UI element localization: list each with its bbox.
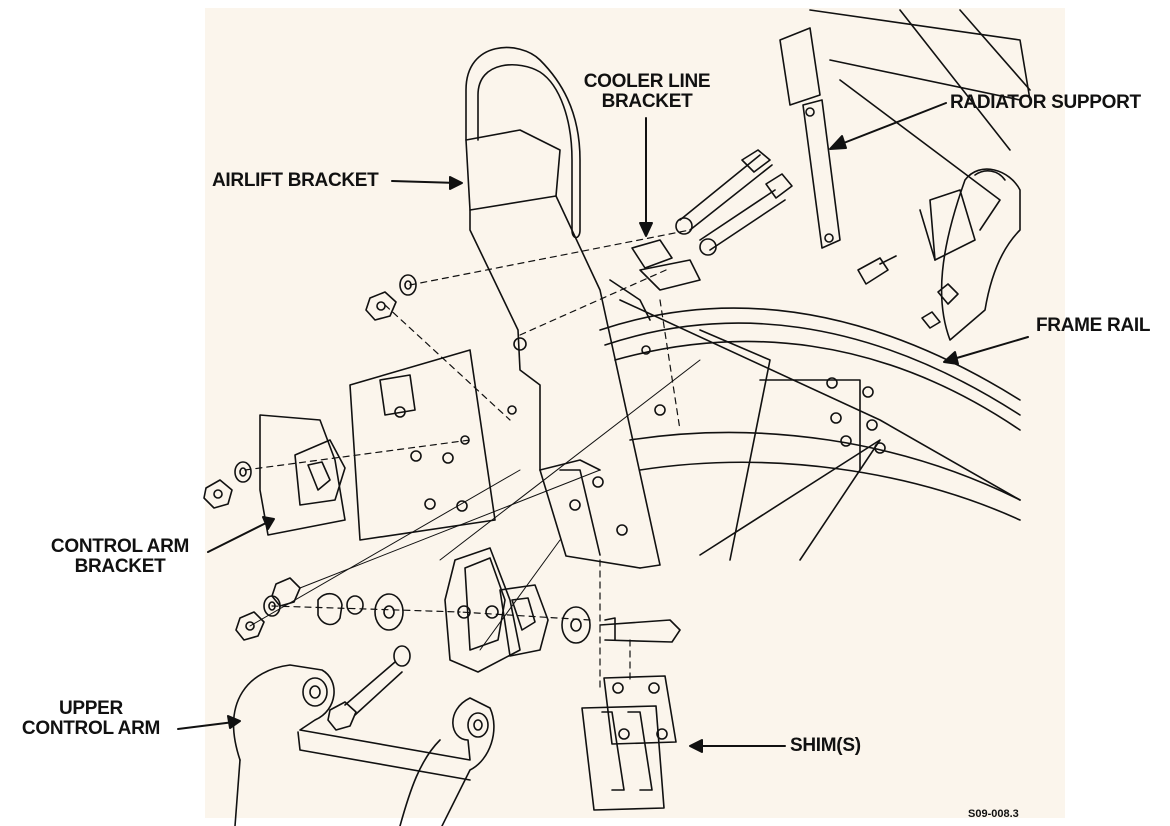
nuts-washers-lower (235, 577, 301, 641)
leader-lines (177, 102, 1029, 753)
label-cooler-line-bracket: COOLER LINE BRACKET (574, 72, 720, 112)
label-upper-control-arm: UPPER CONTROL ARM (6, 699, 176, 739)
shims (581, 675, 677, 811)
label-control-arm-bracket-line1: CONTROL ARM (50, 536, 190, 557)
label-control-arm-bracket: CONTROL ARM BRACKET (34, 537, 206, 577)
label-shims: SHIM(S) (790, 735, 861, 756)
nuts-washers-upper (203, 274, 417, 509)
control-arm-bracket (259, 349, 496, 541)
radiator-support (779, 9, 1031, 285)
label-airlift-bracket: AIRLIFT BRACKET (212, 170, 379, 191)
upper-control-arm (232, 664, 495, 826)
cooler-line-bracket (609, 149, 793, 321)
label-cooler-line-bracket-line1: COOLER LINE (583, 71, 711, 92)
frame-rail (599, 299, 1021, 561)
label-upper-control-arm-line1: UPPER (59, 698, 123, 719)
illustration-background (205, 8, 1065, 818)
figure-id: S09-008.3 (968, 808, 1019, 820)
label-radiator-support: RADIATOR SUPPORT (950, 92, 1141, 113)
radiator-hose (919, 168, 1021, 341)
airlift-bracket (465, 46, 661, 569)
assembly-centerlines (244, 229, 691, 691)
label-cooler-line-bracket-line2: BRACKET (601, 91, 693, 112)
label-frame-rail: FRAME RAIL (1036, 315, 1151, 336)
label-control-arm-bracket-line2: BRACKET (74, 556, 166, 577)
label-upper-control-arm-line2: CONTROL ARM (21, 718, 161, 739)
pivot-bracket-assembly (317, 547, 681, 731)
construction-lines (249, 359, 701, 651)
